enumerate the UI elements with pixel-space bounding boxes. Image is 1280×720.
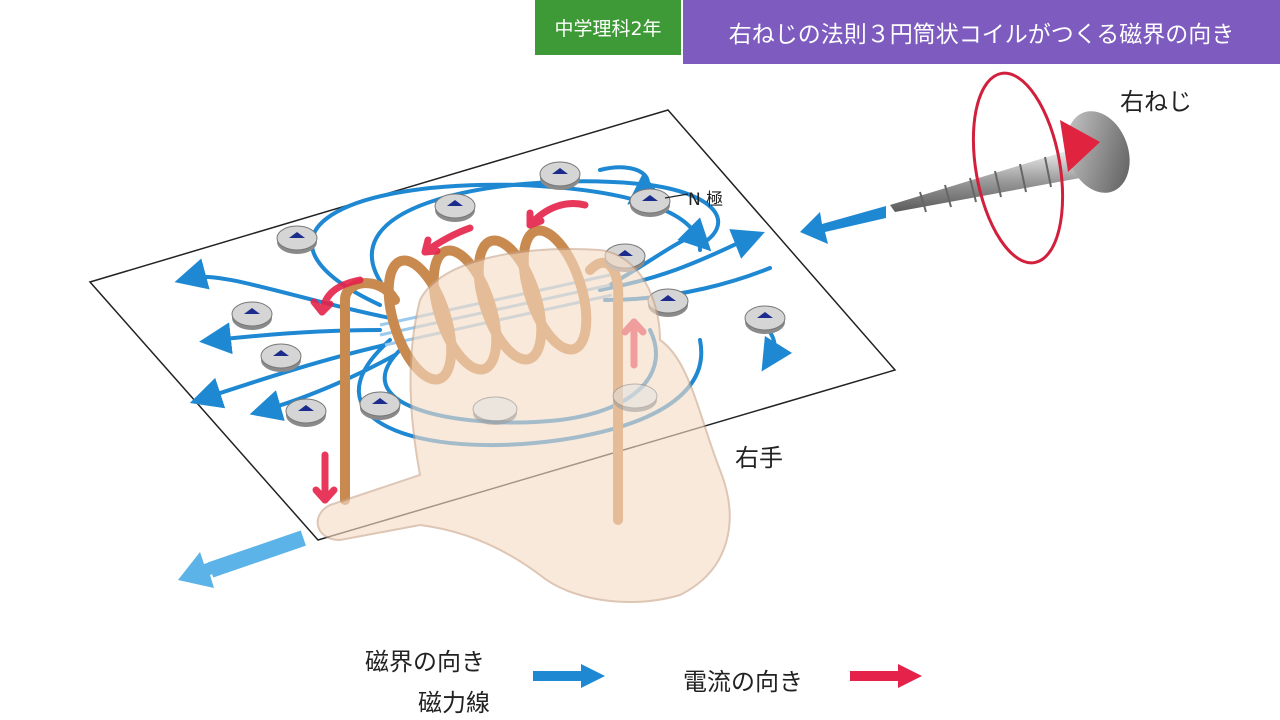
compass <box>539 161 581 190</box>
legend-current-direction: 電流の向き <box>683 668 803 696</box>
compass <box>260 343 302 372</box>
compass <box>629 188 671 217</box>
screw-label: 右ねじ <box>1120 88 1192 116</box>
page-title: 右ねじの法則３円筒状コイルがつくる磁界の向き <box>683 0 1280 64</box>
faded-compasses <box>472 383 658 425</box>
compasses <box>231 161 786 427</box>
subject-tag: 中学理科2年 <box>535 0 681 55</box>
right-screw <box>890 71 1130 265</box>
compass <box>231 301 273 330</box>
legend-current-arrow <box>850 664 922 688</box>
compass <box>359 391 401 420</box>
n-pole-pointer <box>664 193 689 199</box>
compass <box>472 396 518 425</box>
compass <box>276 225 318 254</box>
right-hand-label: 右手 <box>735 444 783 472</box>
compass <box>612 383 658 412</box>
legend-field-lines: 磁力線 <box>418 689 490 717</box>
legend-field-direction: 磁界の向き <box>365 648 485 676</box>
right-hand <box>316 248 731 604</box>
thumb-direction-arrow <box>178 530 306 588</box>
compass <box>285 398 327 427</box>
legend-field-arrow <box>533 664 605 688</box>
compass <box>744 305 786 334</box>
screw-direction-arrow <box>800 206 886 244</box>
compass <box>434 193 476 222</box>
n-pole-label: N 極 <box>688 190 724 210</box>
compass <box>647 288 689 317</box>
